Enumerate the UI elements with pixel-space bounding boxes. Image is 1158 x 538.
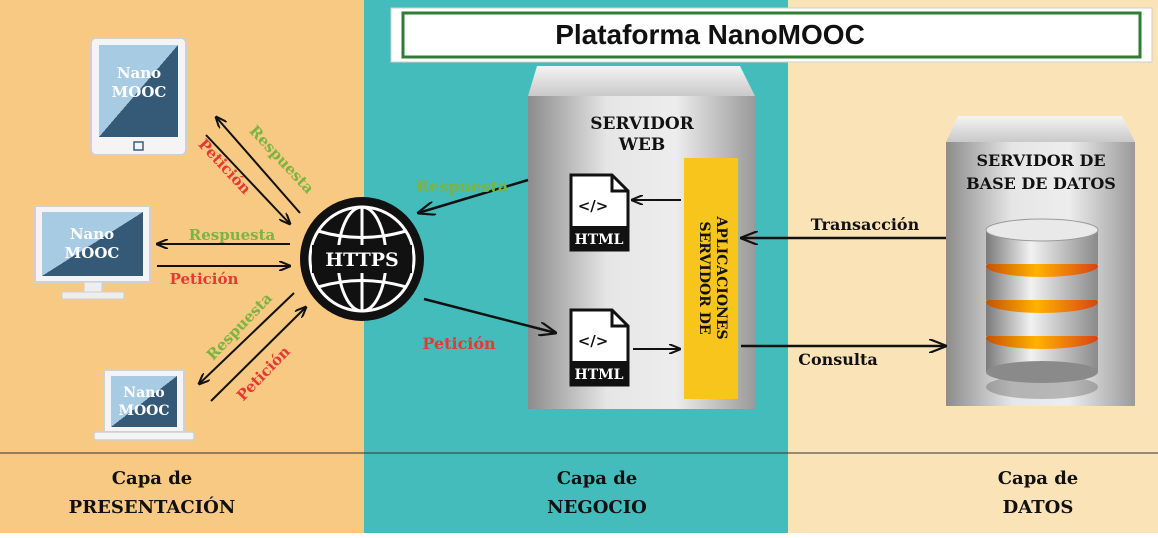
web-server-top [528, 66, 755, 96]
laptop-response-arrow [199, 292, 295, 384]
client-arrows [157, 117, 306, 402]
laptop-base [93, 431, 195, 441]
response-label: Respuesta [189, 226, 276, 244]
data-caption-line2: DATOS [1003, 497, 1074, 518]
html-doc-band [571, 361, 628, 385]
monitor-screen [42, 212, 143, 276]
tablet-home-button [133, 141, 144, 151]
html-doc-code: </> [578, 332, 609, 350]
data-caption-line1: Capa de [998, 468, 1079, 489]
database-icon [985, 218, 1099, 399]
query-label: Consulta [798, 350, 878, 369]
monitor-neck [83, 281, 103, 293]
tablet-screen [99, 45, 178, 137]
request-label: Petición [170, 270, 239, 288]
application-server: SERVIDOR DE APLICACIONES [684, 158, 738, 399]
web-server-title-line1: SERVIDOR [590, 114, 694, 134]
device-label-line1: Nano [123, 385, 164, 401]
server-arrows [418, 178, 946, 349]
server-arrow-labels: Respuesta Petición Transacción Consulta [416, 177, 920, 369]
web-server-title-line2: WEB [618, 135, 665, 155]
html-document-top: </> HTML [569, 173, 630, 252]
server-request-arrow [423, 297, 556, 333]
device-label-line1: Nano [70, 225, 114, 243]
db-server-title-line1: SERVIDOR DE [976, 151, 1105, 170]
device-label-line2: MOOC [112, 83, 167, 101]
monitor-stand [61, 291, 125, 300]
device-label-line1: Nano [117, 64, 161, 82]
tablet-response-arrow [216, 117, 301, 214]
db-disc-bottom [986, 361, 1098, 383]
app-server-line2: APLICACIONES [713, 215, 729, 339]
presentation-caption-line1: Capa de [112, 468, 193, 489]
page-title: Plataforma NanoMOOC [555, 19, 865, 50]
device-label-line2: MOOC [118, 403, 169, 419]
app-server-line1: SERVIDOR DE [696, 222, 712, 335]
html-doc-band [571, 226, 628, 250]
https-label: HTTPS [325, 249, 399, 271]
html-doc-code: </> [578, 197, 609, 215]
request-label: Petición [422, 334, 496, 353]
db-top [985, 218, 1099, 242]
business-caption-line1: Capa de [557, 468, 638, 489]
device-label-line2: MOOC [65, 244, 120, 262]
html-doc-label: HTML [575, 367, 624, 383]
tablet-request-arrow [205, 134, 290, 224]
https-globe: HTTPS [300, 197, 424, 321]
tablet-device: Nano MOOC [90, 37, 187, 156]
https-label-bg [312, 245, 412, 273]
db-server-title-line2: BASE DE DATOS [966, 174, 1116, 193]
html-doc-label: HTML [575, 232, 624, 248]
presentation-caption-line2: PRESENTACIÓN [69, 495, 236, 518]
transaction-label: Transacción [811, 215, 920, 234]
db-server-top [946, 116, 1135, 142]
html-document-bottom: </> HTML [569, 308, 630, 387]
response-label: Respuesta [416, 177, 508, 196]
server-response-arrow [418, 178, 529, 213]
laptop-request-arrow [210, 307, 306, 402]
business-caption-line2: NEGOCIO [547, 497, 647, 518]
app-server-bar [684, 158, 738, 399]
laptop-device: Nano MOOC [93, 369, 195, 441]
layer-captions: Capa de PRESENTACIÓN Capa de NEGOCIO Cap… [69, 468, 1079, 518]
title-box [401, 11, 1142, 59]
monitor-device: Nano MOOC [34, 205, 151, 300]
laptop-screen [111, 376, 177, 427]
